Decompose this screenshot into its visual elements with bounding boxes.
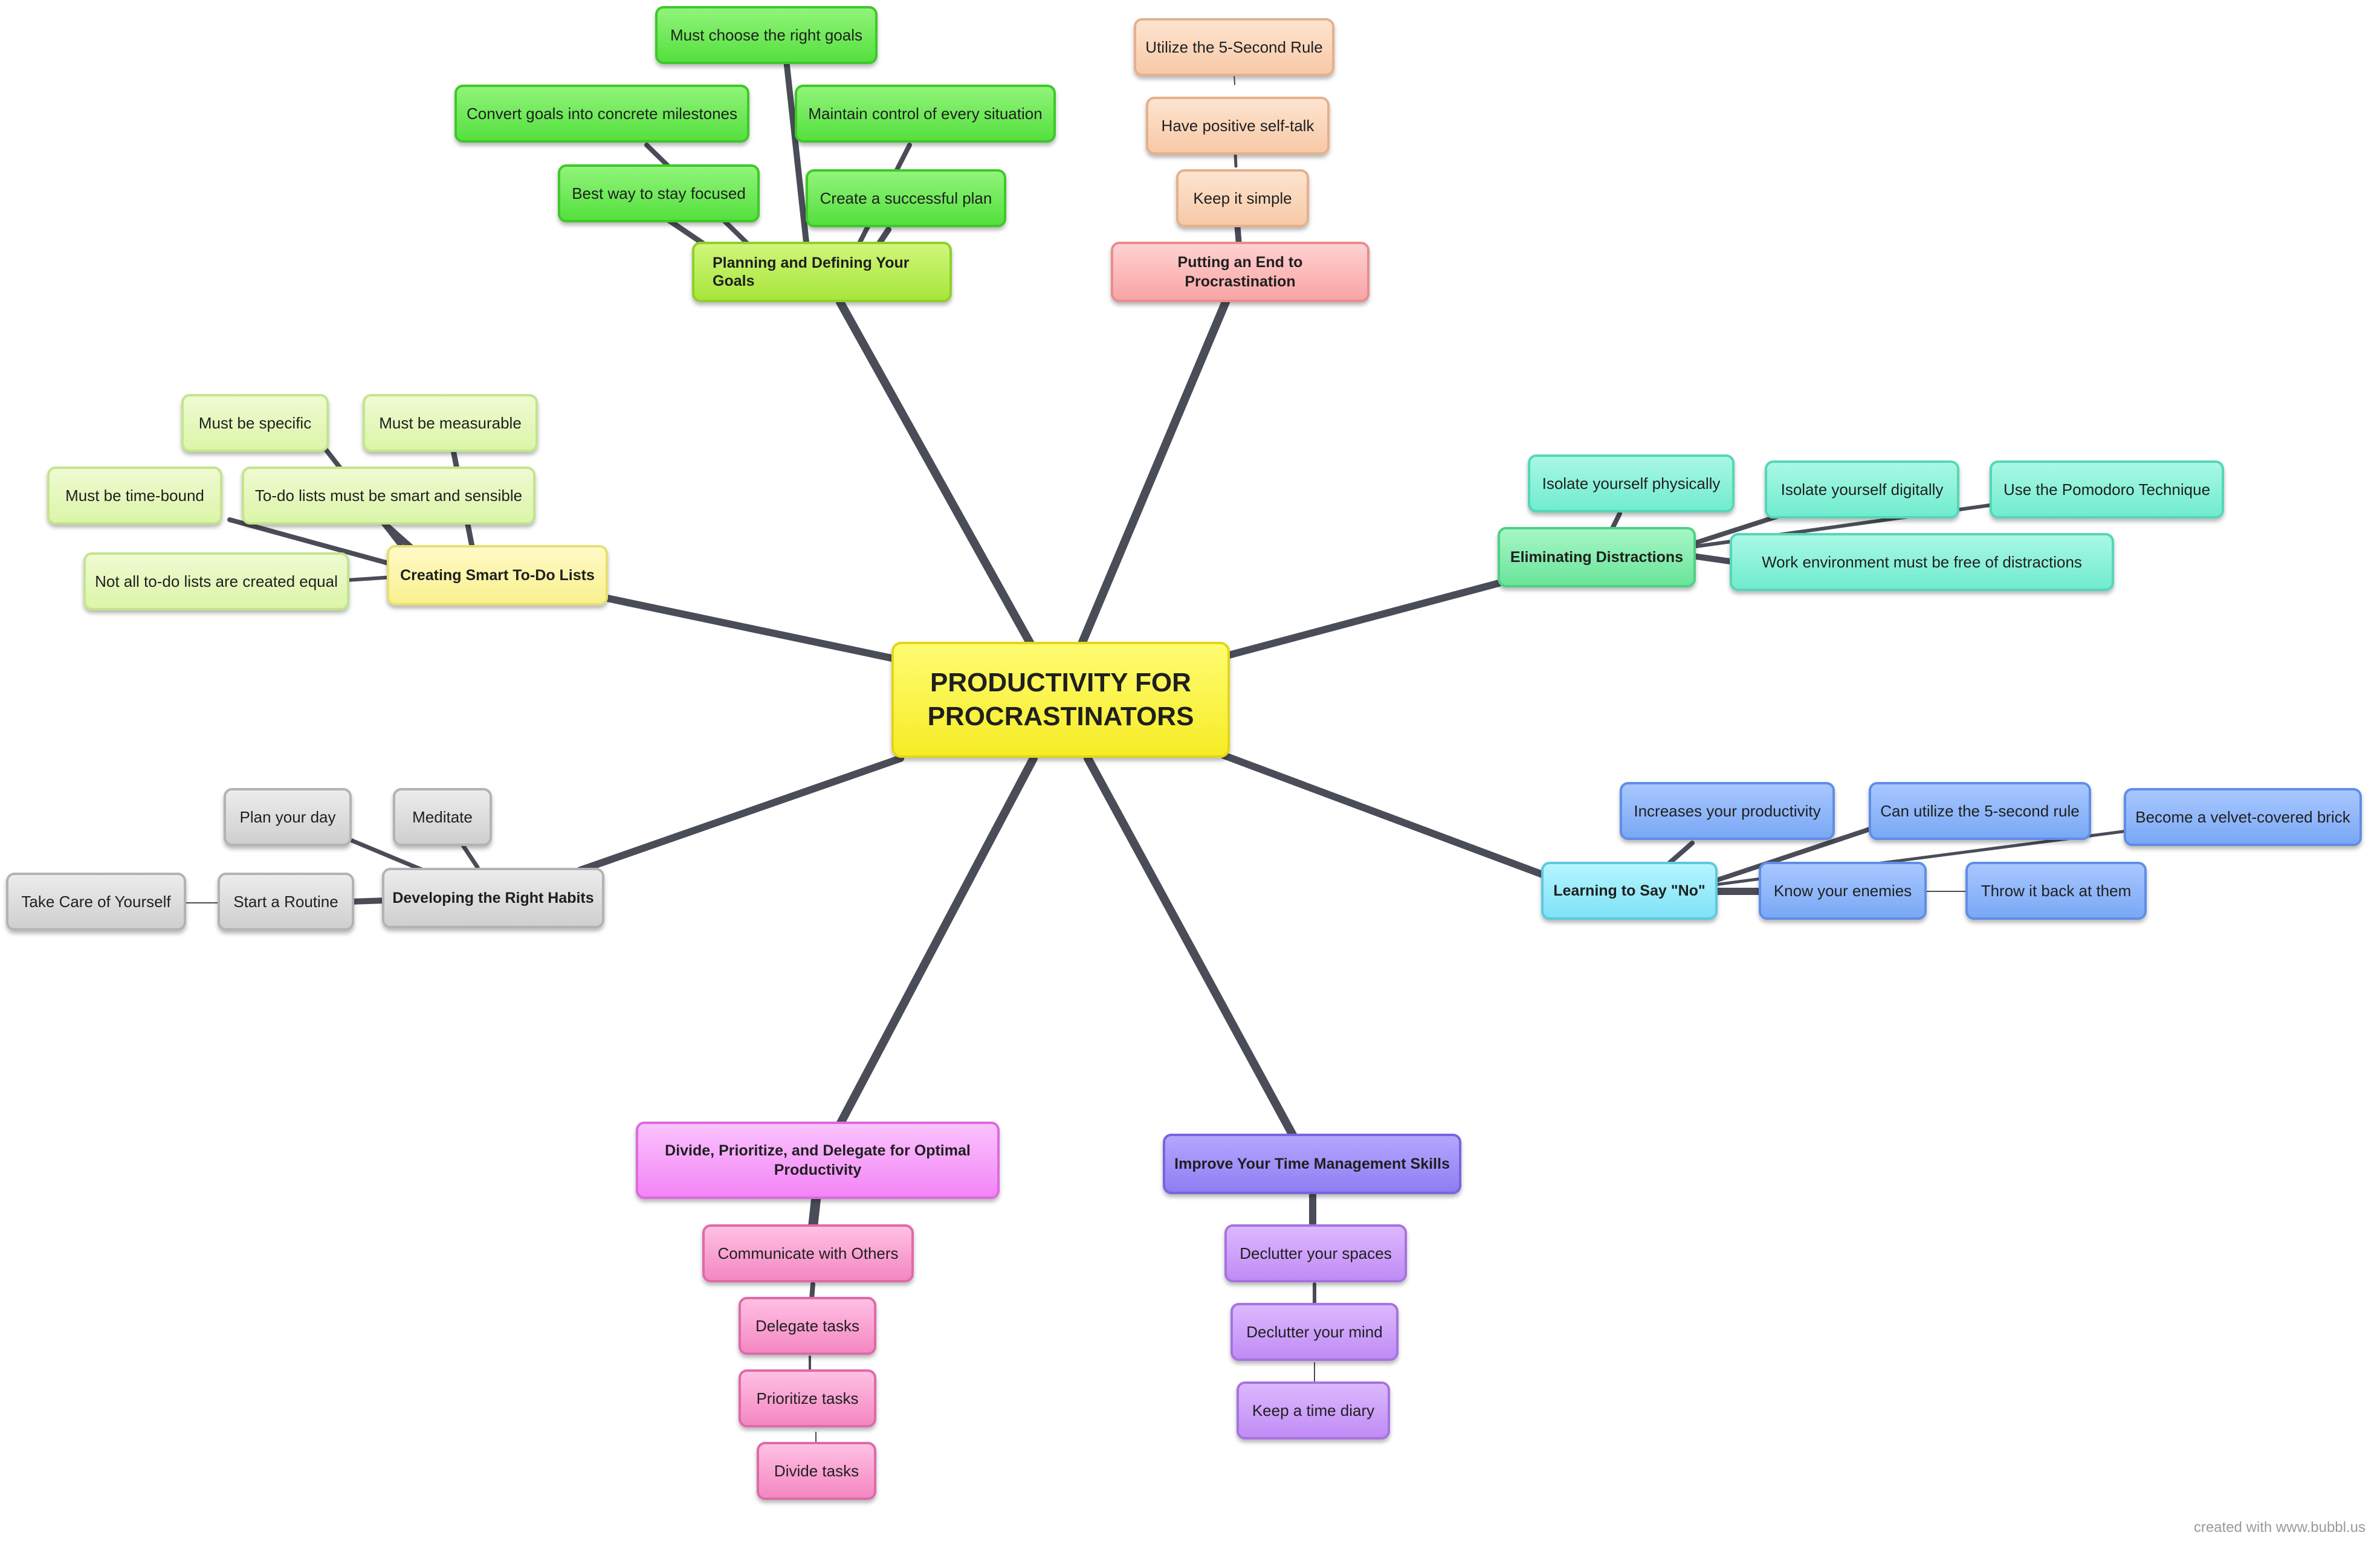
branch-say-no[interactable]: Learning to Say "No" [1541,862,1718,920]
divide-item-prioritize[interactable]: Prioritize tasks [739,1369,876,1427]
divide-item-divide[interactable]: Divide tasks [757,1442,876,1500]
todo-item-measurable[interactable]: Must be measurable [363,394,538,452]
procrastination-item-5-second-rule[interactable]: Utilize the 5-Second Rule [1134,18,1334,76]
time-item-spaces[interactable]: Declutter your spaces [1224,1224,1407,1282]
no-item-enemies[interactable]: Know your enemies [1759,862,1927,920]
todo-item-smart-sensible[interactable]: To-do lists must be smart and sensible [242,467,535,525]
link-root-no [1220,752,1551,880]
habits-item-take-care[interactable]: Take Care of Yourself [6,873,186,931]
distractions-item-environment[interactable]: Work environment must be free of distrac… [1730,533,2114,591]
todo-item-specific[interactable]: Must be specific [181,394,329,452]
no-item-throw-back[interactable]: Throw it back at them [1965,862,2147,920]
divide-item-delegate[interactable]: Delegate tasks [739,1297,876,1355]
goals-item-milestones[interactable]: Convert goals into concrete milestones [454,85,749,143]
link-root-todo [604,595,898,662]
branch-distractions[interactable]: Eliminating Distractions [1498,527,1696,587]
no-item-velvet-brick[interactable]: Become a velvet-covered brick [2124,788,2362,846]
goals-item-focused[interactable]: Best way to stay focused [558,164,760,222]
procrastination-item-simple[interactable]: Keep it simple [1176,169,1309,227]
link-root-goals [836,298,1035,648]
root-node[interactable]: PRODUCTIVITY FOR PROCRASTINATORS [891,642,1230,758]
link-root-habits [577,755,904,874]
todo-item-not-equal[interactable]: Not all to-do lists are created equal [83,552,349,610]
distractions-item-digital[interactable]: Isolate yourself digitally [1765,460,1959,519]
branch-procrastination[interactable]: Putting an End to Procrastination [1111,242,1369,302]
distractions-item-physical[interactable]: Isolate yourself physically [1528,454,1735,512]
link-root-time [1084,754,1298,1140]
habits-item-plan-day[interactable]: Plan your day [224,788,352,846]
procrastination-item-self-talk[interactable]: Have positive self-talk [1146,97,1330,155]
branch-todo[interactable]: Creating Smart To-Do Lists [387,545,608,606]
habits-item-meditate[interactable]: Meditate [393,788,492,846]
time-item-mind[interactable]: Declutter your mind [1230,1303,1399,1361]
no-item-5-second-rule[interactable]: Can utilize the 5-second rule [1869,782,2091,840]
link-root-procrastination [1078,295,1231,648]
branch-time-management[interactable]: Improve Your Time Management Skills [1163,1134,1461,1194]
goals-item-control[interactable]: Maintain control of every situation [795,85,1056,143]
credit-text: created with www.bubbl.us [2193,1519,2365,1536]
link-root-divide [836,754,1038,1128]
divide-item-communicate[interactable]: Communicate with Others [702,1224,914,1282]
goals-item-plan[interactable]: Create a successful plan [806,169,1006,227]
link-root-distractions [1223,580,1502,659]
goals-item-choose-goals[interactable]: Must choose the right goals [655,6,878,64]
todo-item-time-bound[interactable]: Must be time-bound [47,467,222,525]
no-item-productivity[interactable]: Increases your productivity [1620,782,1835,840]
branch-divide[interactable]: Divide, Prioritize, and Delegate for Opt… [636,1122,1000,1199]
time-item-diary[interactable]: Keep a time diary [1237,1381,1390,1439]
habits-item-routine[interactable]: Start a Routine [218,873,354,931]
branch-goals[interactable]: Planning and Defining Your Goals [692,242,952,302]
distractions-item-pomodoro[interactable]: Use the Pomodoro Technique [1990,460,2224,519]
branch-habits[interactable]: Developing the Right Habits [382,868,604,928]
